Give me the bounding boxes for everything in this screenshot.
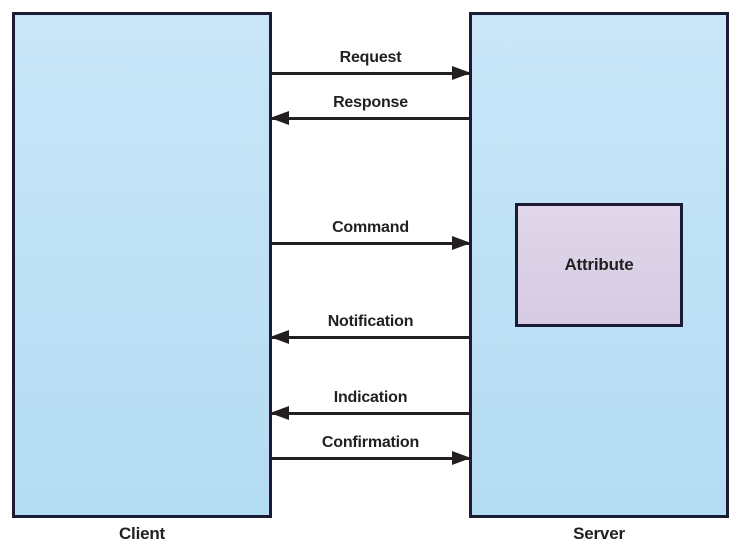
server-box: Attribute	[469, 12, 729, 518]
attribute-box: Attribute	[515, 203, 683, 327]
arrow-right-icon	[452, 236, 471, 250]
arrow-indication-label: Indication	[333, 389, 408, 406]
arrow-confirmation-line	[271, 456, 470, 460]
arrow-indication-line	[271, 411, 470, 415]
arrow-response-label: Response	[333, 94, 408, 111]
attribute-label: Attribute	[564, 255, 634, 274]
arrow-command-label: Command	[332, 219, 409, 236]
arrow-right-icon	[452, 451, 471, 465]
client-label: Client	[118, 524, 166, 543]
server-label: Server	[573, 524, 625, 543]
arrow-request-label: Request	[339, 49, 402, 66]
arrow-right-icon	[452, 66, 471, 80]
message-arrows: Request Response Command Notification In…	[270, 0, 471, 551]
arrow-left-icon	[270, 406, 289, 420]
arrow-left-icon	[270, 330, 289, 344]
arrow-confirmation-label: Confirmation	[321, 434, 420, 451]
arrow-command-line	[271, 241, 470, 245]
arrow-notification-label: Notification	[327, 313, 414, 330]
arrow-left-icon	[270, 111, 289, 125]
arrow-request-line	[271, 71, 470, 75]
client-box	[12, 12, 272, 518]
arrow-response-line	[271, 116, 470, 120]
arrow-notification-line	[271, 335, 470, 339]
